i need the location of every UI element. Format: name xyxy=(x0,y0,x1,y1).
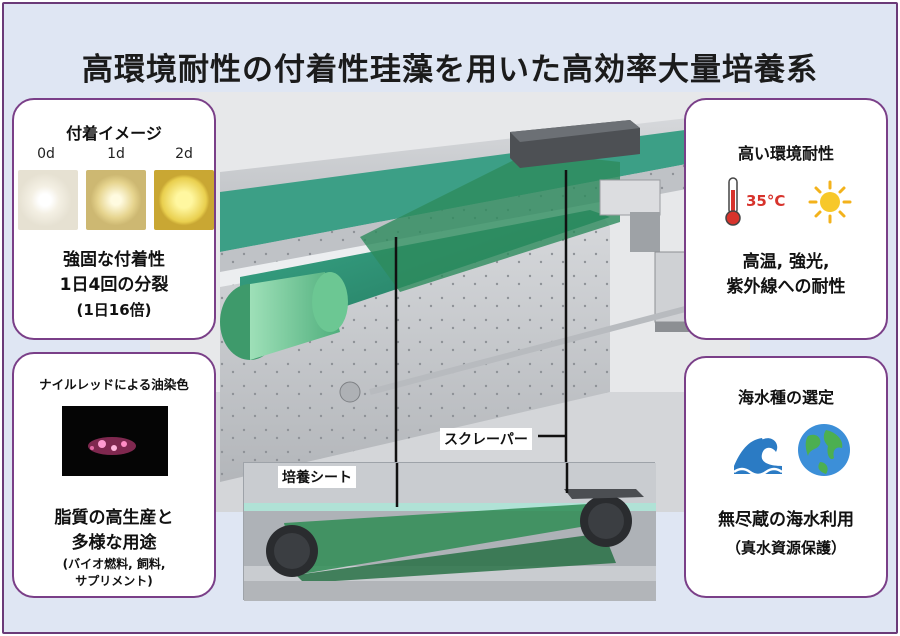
tolerance-heading: 高い環境耐性 xyxy=(737,144,834,163)
lipid-line-4: サプリメント) xyxy=(75,574,153,588)
day-label-0: 0d xyxy=(37,146,55,162)
tolerance-line-1: 高温, 強光, xyxy=(742,252,830,272)
seawater-line-2: （真水資源保護） xyxy=(725,539,846,557)
day-labels: 0d 1d 2d xyxy=(14,146,214,166)
well-image-2d xyxy=(154,170,214,230)
lipid-line-3: (バイオ燃料, 飼料, xyxy=(62,557,166,571)
sun-icon xyxy=(808,180,852,224)
attachment-card: 付着イメージ 0d 1d 2d 強固な付着性 1日4回の分裂 (1日16倍) xyxy=(12,98,216,340)
seawater-line-1: 無尽蔵の海水利用 xyxy=(718,510,854,530)
wave-icon xyxy=(730,422,786,478)
attachment-heading: 付着イメージ xyxy=(66,124,162,143)
well-image-0d xyxy=(18,170,78,230)
day-label-1: 1d xyxy=(107,146,125,162)
day-label-2: 2d xyxy=(175,146,193,162)
earth-icon xyxy=(796,422,852,478)
culture-sheet-label: 培養シート xyxy=(278,466,356,488)
nile-red-stain-image xyxy=(62,406,168,476)
lipid-card: ナイルレッドによる油染色 脂質の高生産と 多様な用途 (バイオ燃料, 飼料, サ… xyxy=(12,352,216,598)
attachment-line-3: (1日16倍) xyxy=(76,301,152,319)
scraper-label: スクレーパー xyxy=(440,428,532,450)
tolerance-card: 高い環境耐性 35°C 高温, 強光, 紫外線への耐性 xyxy=(684,98,888,340)
lipid-line-2: 多様な用途 xyxy=(71,533,157,553)
attachment-line-2: 1日4回の分裂 xyxy=(59,275,169,295)
culture-tank-illustration xyxy=(150,92,750,512)
temperature-label: 35°C xyxy=(746,192,786,210)
attachment-line-1: 強固な付着性 xyxy=(63,250,165,270)
seawater-heading: 海水種の選定 xyxy=(737,388,834,407)
seawater-card: 海水種の選定 無尽蔵の海水利用 （真水資源保護） xyxy=(684,356,888,598)
well-image-1d xyxy=(86,170,146,230)
lipid-heading: ナイルレッドによる油染色 xyxy=(39,377,189,392)
tolerance-line-2: 紫外線への耐性 xyxy=(726,277,846,297)
lipid-line-1: 脂質の高生産と xyxy=(54,508,174,528)
thermometer-icon xyxy=(722,176,744,228)
figure-title: 高環境耐性の付着性珪藻を用いた高効率大量培養系 xyxy=(82,52,818,88)
